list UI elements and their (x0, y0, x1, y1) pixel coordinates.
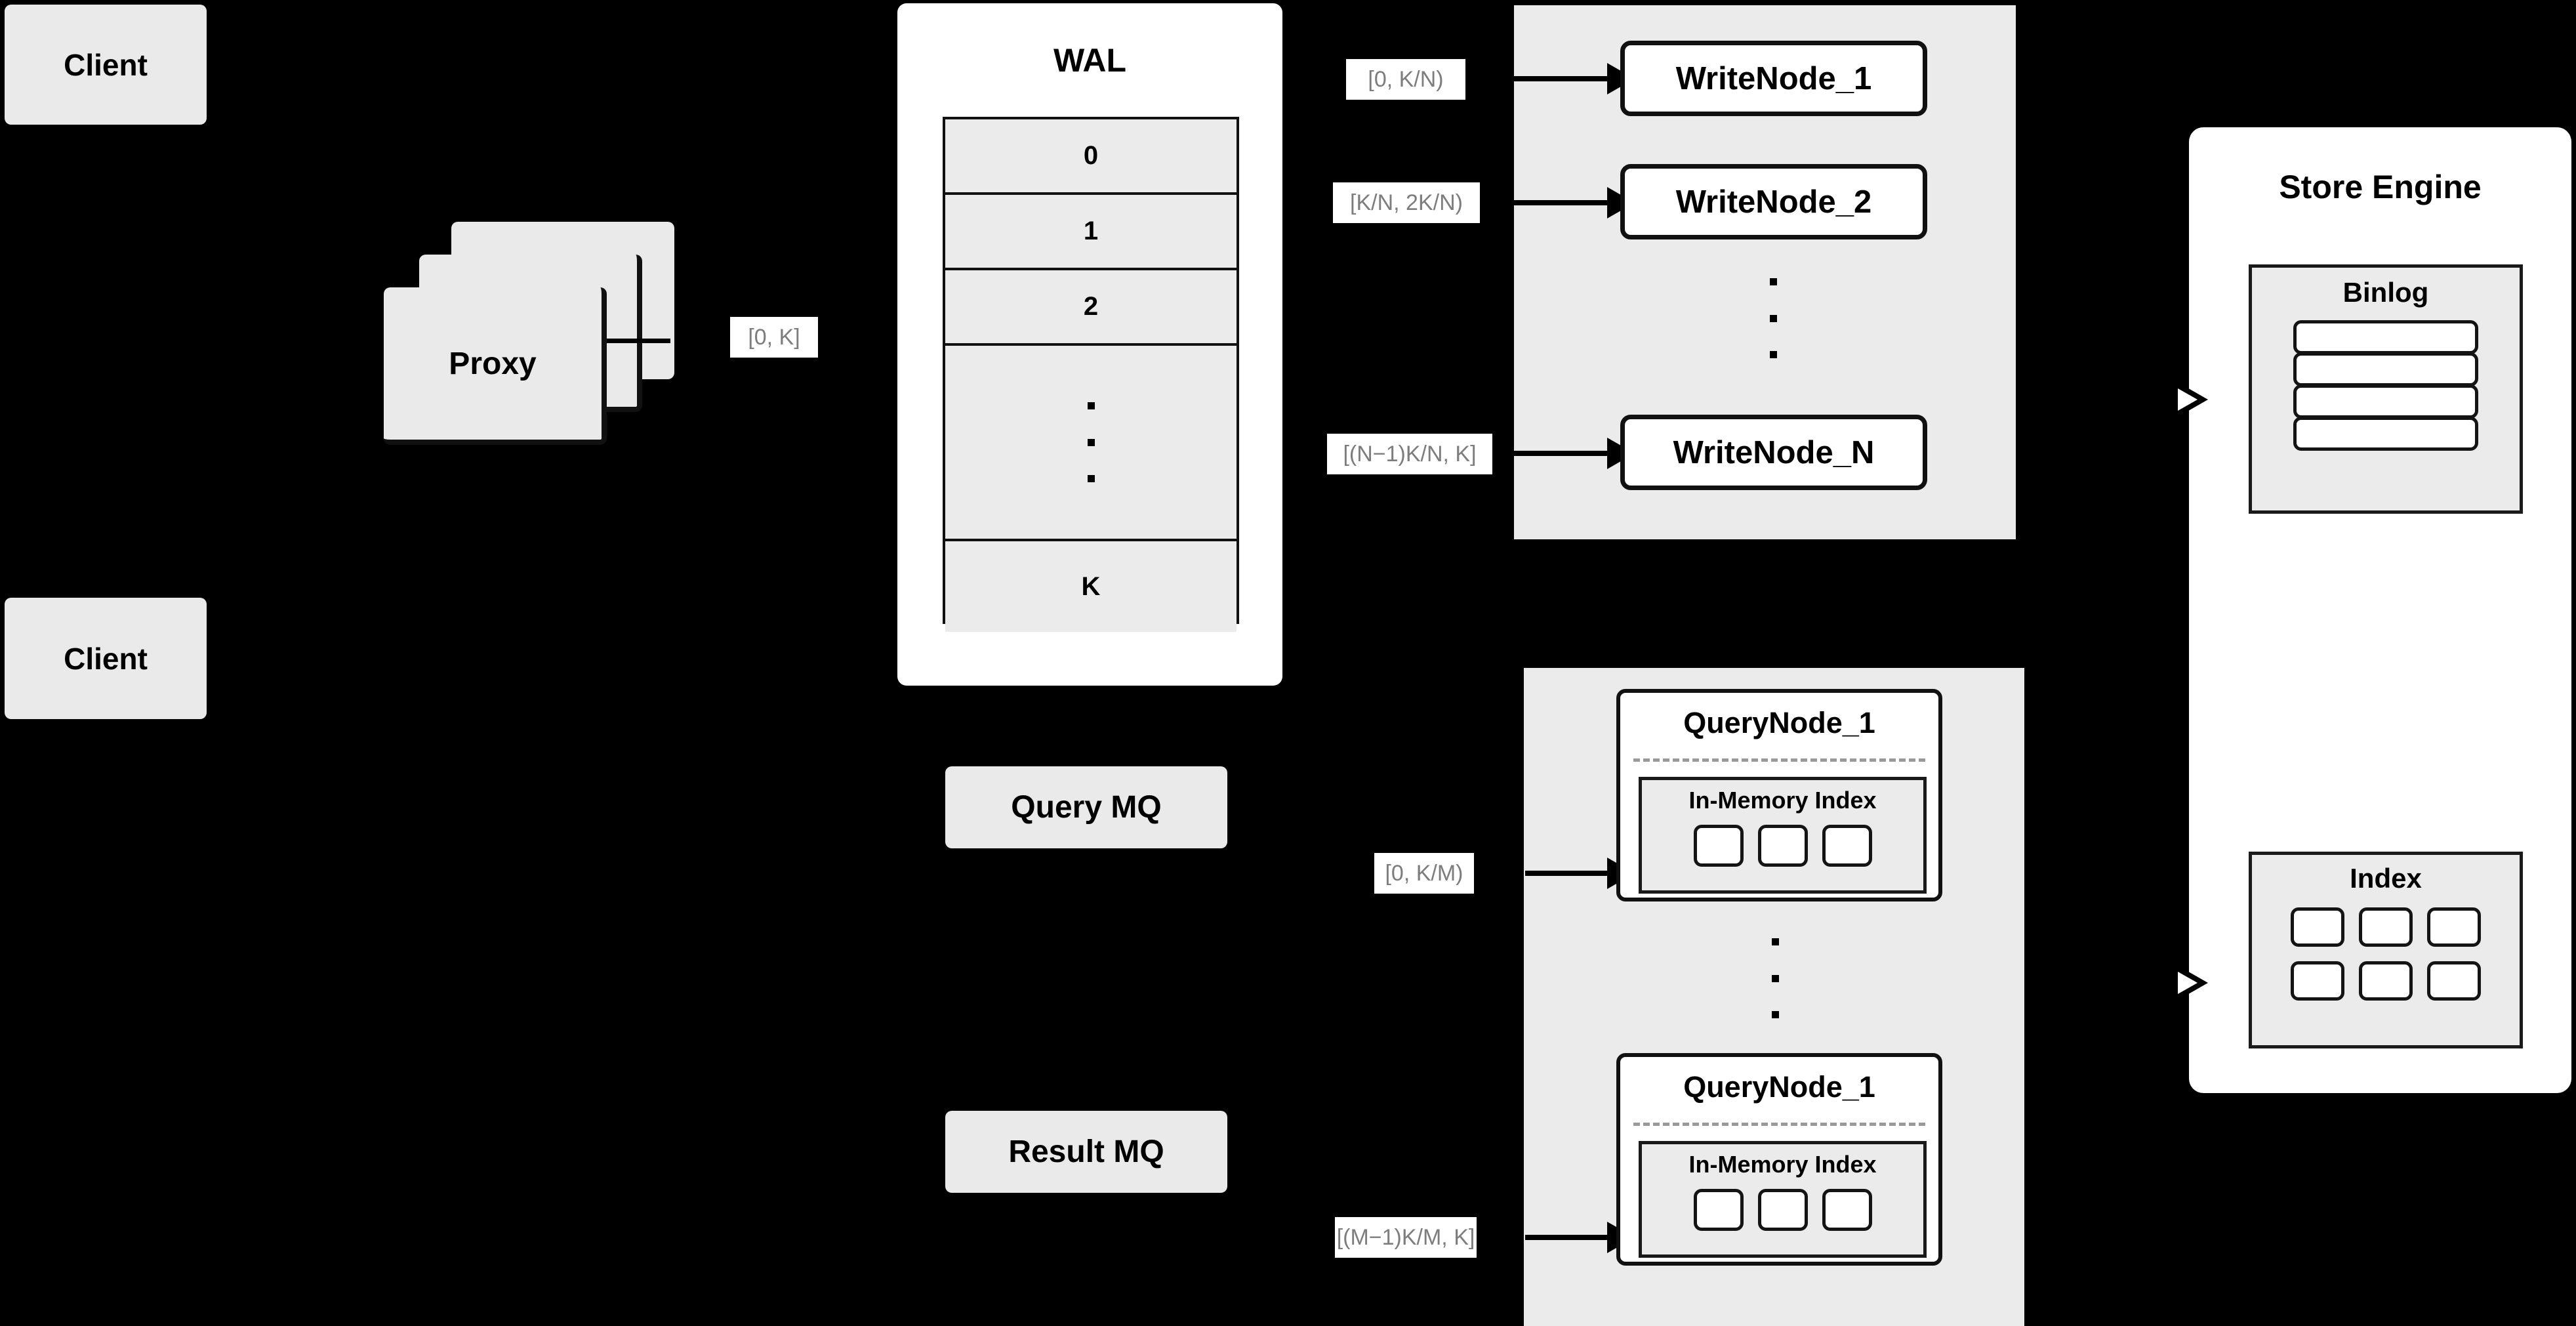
index-slot[interactable] (2291, 907, 2344, 947)
wal-row-1: 1 (945, 195, 1237, 270)
query-node-1-index-title: In-Memory Index (1688, 787, 1877, 814)
client-label-1: Client (64, 47, 148, 82)
proxy-label: Proxy (449, 346, 537, 381)
binlog-entry[interactable] (2293, 320, 2478, 354)
index-slot[interactable] (2427, 961, 2481, 1001)
binlog-entry[interactable] (2293, 384, 2478, 419)
query-node-2-label: QueryNode_1 (1683, 1070, 1875, 1104)
query-node-1-range-label: [0, K/M) (1374, 853, 1474, 894)
write-node-1-box[interactable]: WriteNode_1 (1620, 41, 1927, 116)
write-node-n-arrow-line (1492, 451, 1611, 456)
query-node-2-range-label: [(M−1)K/M, K] (1335, 1217, 1477, 1258)
binlog-entry[interactable] (2293, 352, 2478, 386)
store-engine-title: Store Engine (2279, 169, 2482, 205)
query-cluster-ellipsis (1771, 938, 1779, 1018)
query-node-1-index-slot[interactable] (1822, 825, 1872, 867)
index-slot[interactable] (2359, 961, 2413, 1001)
query-node-2-box[interactable]: QueryNode_1 In-Memory Index (1616, 1053, 1942, 1266)
wal-row-k: K (945, 541, 1237, 632)
query-node-2-index-slot[interactable] (1693, 1189, 1744, 1231)
binlog-title: Binlog (2342, 277, 2429, 308)
write-node-2-range-label: [K/N, 2K/N) (1333, 182, 1480, 223)
binlog-arrow-head (2178, 384, 2208, 415)
query-node-2-arrow-line (1525, 1235, 1611, 1240)
write-node-1-arrow-line (1467, 76, 1611, 81)
client-box-2[interactable]: Client (5, 598, 207, 719)
wal-row-0: 0 (945, 119, 1237, 195)
binlog-entry[interactable] (2293, 417, 2478, 451)
write-node-n-range-label: [(N−1)K/N, K] (1327, 434, 1492, 474)
proxy-output-range-label: [0, K] (730, 317, 818, 358)
proxy-box[interactable]: Proxy (384, 287, 607, 445)
query-node-2-divider (1633, 1123, 1925, 1126)
wal-title: WAL (1053, 42, 1127, 79)
query-node-1-index-slot[interactable] (1693, 825, 1744, 867)
query-node-1-inmemory-index: In-Memory Index (1639, 777, 1927, 894)
client-label-2: Client (64, 641, 148, 676)
result-mq-box[interactable]: Result MQ (945, 1111, 1227, 1193)
write-node-n-box[interactable]: WriteNode_N (1620, 415, 1927, 490)
index-slot[interactable] (2291, 961, 2344, 1001)
index-arrow-head (2178, 967, 2208, 999)
write-node-1-range-label: [0, K/N) (1346, 59, 1465, 100)
query-node-1-box[interactable]: QueryNode_1 In-Memory Index (1616, 689, 1942, 901)
binlog-arrow-line (2150, 398, 2183, 402)
index-slot[interactable] (2427, 907, 2481, 947)
query-node-2-inmemory-index: In-Memory Index (1639, 1141, 1927, 1258)
query-node-2-index-slot[interactable] (1822, 1189, 1872, 1231)
query-mq-box[interactable]: Query MQ (945, 766, 1227, 848)
index-panel: Index (2249, 852, 2523, 1048)
index-title: Index (2350, 863, 2422, 894)
query-node-1-arrow-line (1525, 871, 1611, 876)
write-cluster-ellipsis (1769, 278, 1777, 358)
client-box-1[interactable]: Client (5, 5, 207, 125)
index-slot[interactable] (2359, 907, 2413, 947)
query-node-1-divider (1633, 758, 1925, 762)
query-node-1-label: QueryNode_1 (1683, 706, 1875, 739)
index-arrow-line (2150, 949, 2183, 953)
binlog-panel: Binlog (2249, 264, 2523, 514)
wal-row-ellipsis (945, 346, 1237, 541)
write-node-2-arrow-line (1480, 200, 1611, 205)
wal-table: 0 1 2 K (943, 117, 1239, 632)
query-node-2-index-title: In-Memory Index (1688, 1151, 1877, 1178)
wal-row-2: 2 (945, 270, 1237, 346)
proxy-to-wal-connector (607, 339, 670, 343)
write-node-2-box[interactable]: WriteNode_2 (1620, 164, 1927, 239)
query-node-2-index-slot[interactable] (1757, 1189, 1808, 1231)
query-node-1-index-slot[interactable] (1757, 825, 1808, 867)
